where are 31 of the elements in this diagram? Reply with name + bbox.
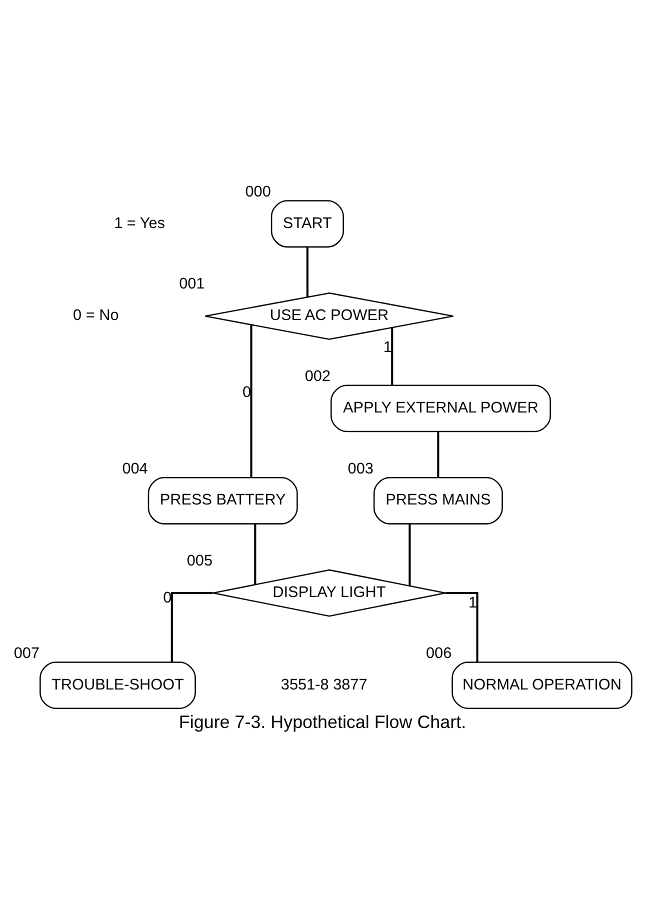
connector xyxy=(446,592,478,662)
connector xyxy=(170,592,213,662)
node-box: NORMAL OPERATION xyxy=(452,661,632,709)
node-box: START xyxy=(270,200,344,248)
node-label: 007 xyxy=(14,644,40,662)
node-label: 002 xyxy=(304,368,331,385)
edge-label: 0 xyxy=(242,383,252,400)
node-label: 006 xyxy=(426,644,452,662)
node-label: 000 xyxy=(245,182,271,200)
node-diamond: USE AC POWER xyxy=(204,292,454,340)
node-label: 004 xyxy=(122,460,148,477)
node-label: 005 xyxy=(186,552,213,570)
node-box: TROUBLE-SHOOT xyxy=(40,661,196,709)
label: 0 = No xyxy=(73,306,119,324)
label: 3551-8 3877 xyxy=(280,676,368,693)
connector xyxy=(437,431,440,477)
connector xyxy=(408,524,411,586)
connector xyxy=(250,324,252,477)
node-box: PRESS BATTERY xyxy=(148,476,298,524)
node-label: 001 xyxy=(179,275,205,292)
label: 1 = Yes xyxy=(114,214,165,232)
node-box: PRESS MAINS xyxy=(373,476,503,524)
edge-label: 1 xyxy=(468,594,478,611)
node-box: APPLY EXTERNAL POWER xyxy=(330,384,551,432)
caption: Figure 7-3. Hypothetical Flow Chart. xyxy=(178,711,466,732)
node-diamond: DISPLAY LIGHT xyxy=(212,568,446,616)
node-label: 003 xyxy=(348,460,374,477)
edge-label: 0 xyxy=(163,589,172,606)
connector xyxy=(254,524,256,584)
connector xyxy=(306,246,308,296)
connector xyxy=(391,327,394,385)
